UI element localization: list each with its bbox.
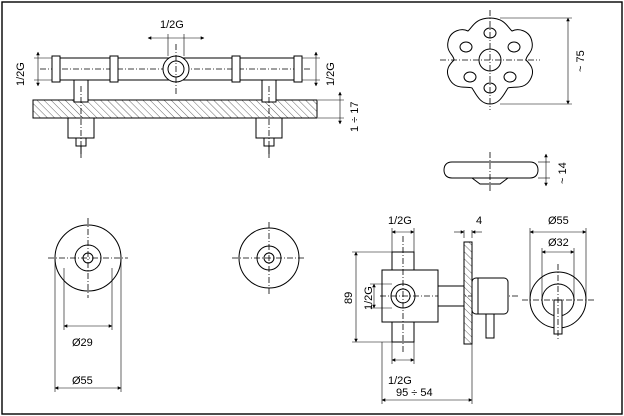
installation-side-view: 1/2G 4 Ø55 Ø32 89 1/2G 1/2G 95 ÷ bbox=[343, 215, 594, 404]
handle-cap bbox=[471, 277, 509, 315]
side-range-label: 95 ÷ 54 bbox=[396, 387, 433, 399]
wall-section bbox=[463, 241, 473, 345]
pipe-joint-left bbox=[51, 55, 61, 83]
pipe-joint-mid-right bbox=[231, 55, 241, 83]
top-thread-label: 1/2G bbox=[160, 19, 184, 31]
height-75-label: ~ 75 bbox=[575, 50, 587, 72]
left-thread-label: 1/2G bbox=[15, 62, 27, 86]
rosette-large-view: Ø29 Ø55 bbox=[48, 218, 128, 392]
handle-profile bbox=[443, 161, 539, 179]
front-section-view: 1/2G 1/2G 1/2G 1 ÷ 17 bbox=[15, 19, 361, 158]
d55-left-label: Ø55 bbox=[72, 375, 93, 387]
wall-plate bbox=[32, 99, 318, 119]
right-thread-label: 1/2G bbox=[325, 62, 337, 86]
lever bbox=[485, 313, 495, 339]
height-14-label: ~ 14 bbox=[557, 162, 569, 184]
d29-label: Ø29 bbox=[72, 337, 93, 349]
side-thread-top-label: 1/2G bbox=[388, 215, 412, 227]
side-thread-bottom-label: 1/2G bbox=[388, 375, 412, 387]
side-thread-mid-label: 1/2G bbox=[363, 286, 375, 310]
handle-side-view: ~ 14 bbox=[443, 152, 569, 192]
side-d55-label: Ø55 bbox=[548, 215, 569, 227]
pipe-joint-right bbox=[293, 55, 303, 83]
side-d32-label: Ø32 bbox=[548, 237, 569, 249]
side-4-label: 4 bbox=[476, 215, 482, 227]
depth-range-label: 1 ÷ 17 bbox=[349, 101, 361, 132]
rosette-small-view bbox=[232, 222, 306, 294]
handle-plan-view: ~ 75 bbox=[440, 10, 587, 110]
side-89-label: 89 bbox=[343, 292, 355, 304]
pipe-joint-mid-left bbox=[109, 55, 119, 83]
